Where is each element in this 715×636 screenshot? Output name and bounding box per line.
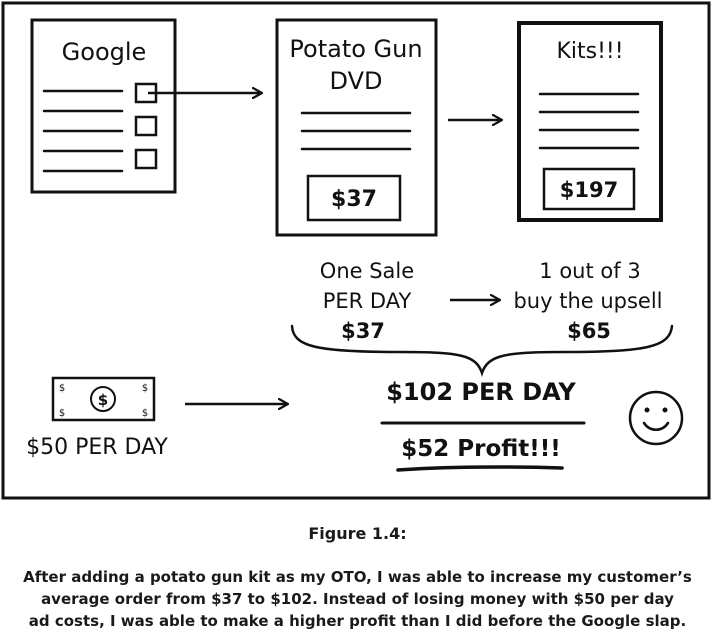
one-sale-block: One Sale PER DAY $37 bbox=[320, 259, 414, 343]
cost-per-day: $50 PER DAY bbox=[26, 435, 168, 460]
one-sale-line1: One Sale bbox=[320, 259, 414, 283]
google-results-lines bbox=[42, 89, 124, 173]
svg-text:$: $ bbox=[59, 408, 65, 419]
caption-line-2: average order from $37 to $102. Instead … bbox=[41, 590, 674, 608]
figure-label: Figure 1.4: bbox=[308, 524, 407, 543]
upsell-line3: $65 bbox=[567, 319, 611, 343]
one-sale-line2: PER DAY bbox=[323, 289, 412, 313]
kits-page: Kits!!! $197 bbox=[517, 21, 663, 222]
ad-box-icon bbox=[134, 115, 158, 137]
kits-price: $197 bbox=[560, 178, 618, 202]
dvd-page: Potato Gun DVD $37 bbox=[275, 18, 438, 237]
one-sale-line3: $37 bbox=[341, 319, 385, 343]
revenue-per-day: $102 PER DAY bbox=[386, 378, 576, 406]
google-page-title: Google bbox=[62, 38, 147, 66]
svg-text:$: $ bbox=[142, 408, 148, 419]
google-page: Google bbox=[30, 18, 177, 194]
kits-price-box bbox=[542, 167, 636, 211]
diagram-frame bbox=[1, 1, 711, 500]
dvd-page-title-line2: DVD bbox=[330, 67, 383, 95]
bill-symbol: $ bbox=[98, 391, 108, 409]
dvd-page-title-line1: Potato Gun bbox=[289, 35, 422, 63]
curly-brace-icon bbox=[290, 324, 674, 377]
figure-caption: After adding a potato gun kit as my OTO,… bbox=[0, 566, 715, 632]
ad-box-icon bbox=[134, 148, 158, 170]
upsell-line2: buy the upsell bbox=[513, 289, 662, 313]
caption-line-1: After adding a potato gun kit as my OTO,… bbox=[23, 568, 692, 586]
upsell-block: 1 out of 3 buy the upsell $65 bbox=[513, 259, 662, 343]
kits-page-lines bbox=[538, 92, 640, 150]
dollar-bill-icon: $ $ $ $ $ bbox=[51, 376, 156, 422]
dvd-price: $37 bbox=[331, 187, 377, 212]
dvd-price-box bbox=[306, 174, 402, 222]
upsell-line1: 1 out of 3 bbox=[539, 259, 640, 283]
svg-text:$: $ bbox=[142, 383, 148, 394]
profit-underline bbox=[396, 465, 564, 472]
result-block: $102 PER DAY $52 Profit!!! bbox=[380, 378, 586, 472]
svg-text:$: $ bbox=[59, 383, 65, 394]
profit: $52 Profit!!! bbox=[401, 436, 561, 462]
smiley-face-icon bbox=[628, 390, 684, 446]
kits-page-title: Kits!!! bbox=[556, 39, 623, 64]
sales-funnel-diagram: Google Potato Gun DVD $37 Ki bbox=[1, 1, 711, 500]
dvd-page-lines bbox=[300, 111, 412, 151]
caption-line-3: ad costs, I was able to make a higher pr… bbox=[28, 612, 687, 630]
